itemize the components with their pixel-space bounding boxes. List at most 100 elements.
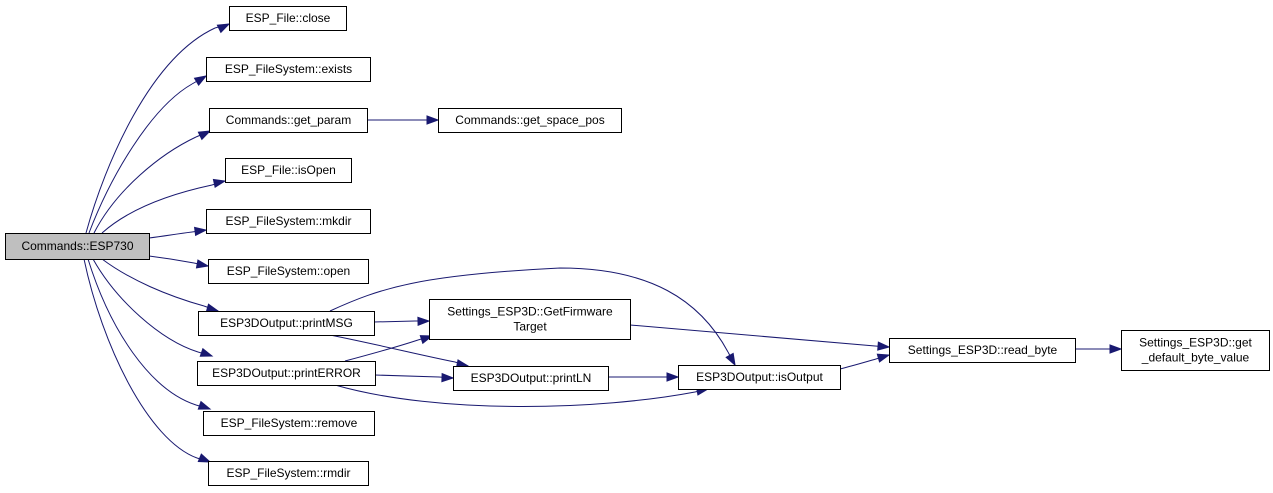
edge-line	[101, 184, 213, 234]
arrowhead	[197, 453, 212, 463]
arrowhead	[199, 347, 214, 357]
node-read-byte[interactable]: Settings_ESP3D::read_byte	[889, 338, 1076, 363]
node-label: ESP_FileSystem::open	[227, 264, 350, 278]
node-is-output[interactable]: ESP3DOutput::isOutput	[678, 365, 841, 390]
arrowhead	[441, 372, 455, 383]
edge-line	[83, 258, 198, 459]
edge-esp730-to-fs-rmdir	[83, 258, 212, 463]
arrowhead	[205, 303, 220, 313]
node-label: Settings_ESP3D::read_byte	[908, 343, 1058, 357]
edge-line	[334, 384, 696, 407]
function-nodes: Commands::ESP730 ESP_File::closeESP_FileS…	[5, 6, 1270, 486]
arrowhead	[426, 115, 440, 125]
edge-esp730-to-file-close	[85, 23, 231, 234]
edge-get-firmware-target-to-read-byte	[629, 324, 891, 351]
edge-line	[344, 339, 419, 362]
arrowhead	[417, 316, 431, 326]
node-get-param[interactable]: Commands::get_param	[209, 108, 368, 133]
node-label: ESP_File::isOpen	[241, 163, 336, 177]
edge-line	[85, 27, 216, 234]
arrowhead	[197, 130, 212, 141]
edge-line	[148, 231, 193, 239]
arrowhead	[877, 341, 891, 351]
arrowhead	[212, 178, 227, 189]
arrowhead	[195, 259, 210, 269]
node-label: Target	[513, 320, 547, 334]
edge-line	[148, 255, 195, 264]
node-label: Commands::ESP730	[21, 239, 133, 253]
node-box	[889, 338, 1076, 363]
edge-line	[93, 136, 197, 234]
node-box	[198, 311, 375, 336]
arrowhead	[216, 23, 231, 34]
node-box	[1121, 330, 1270, 371]
arrowhead	[725, 352, 736, 367]
node-file-isopen[interactable]: ESP_File::isOpen	[225, 158, 352, 183]
edge-esp730-to-fs-mkdir	[148, 226, 208, 239]
node-print-ln[interactable]: ESP3DOutput::printLN	[453, 366, 609, 391]
node-box	[429, 299, 631, 340]
node-box	[208, 461, 369, 486]
node-box	[5, 233, 150, 260]
edge-esp730-to-fs-open	[148, 255, 210, 269]
edge-print-msg-to-is-output	[329, 267, 736, 367]
node-box	[229, 6, 347, 31]
arrowhead	[193, 226, 208, 237]
edge-is-output-to-read-byte	[839, 353, 891, 370]
edge-line	[329, 267, 729, 353]
node-fs-rmdir[interactable]: ESP_FileSystem::rmdir	[208, 461, 369, 486]
edge-line	[373, 320, 416, 323]
node-fs-remove[interactable]: ESP_FileSystem::remove	[203, 411, 375, 436]
edge-print-ln-to-is-output	[608, 372, 680, 382]
edge-esp730-to-print-error	[92, 258, 214, 357]
node-box	[678, 365, 841, 390]
node-label: Settings_ESP3D::get	[1139, 336, 1252, 350]
node-get-space-pos[interactable]: Commands::get_space_pos	[438, 108, 622, 133]
edge-line	[101, 258, 205, 307]
node-get-default-byte-value[interactable]: Settings_ESP3D::get_default_byte_value	[1121, 330, 1270, 371]
node-box	[206, 57, 371, 82]
edge-print-error-to-get-firmware-target	[344, 335, 434, 362]
node-box	[208, 259, 369, 284]
node-print-error[interactable]: ESP3DOutput::printERROR	[197, 361, 376, 386]
node-box	[197, 361, 376, 386]
node-label: ESP3DOutput::printLN	[471, 371, 592, 385]
node-label: ESP_FileSystem::mkdir	[225, 214, 351, 228]
edge-get-param-to-get-space-pos	[367, 115, 440, 125]
edge-line	[87, 258, 197, 406]
edge-print-msg-to-get-firmware-target	[373, 316, 431, 326]
node-fs-exists[interactable]: ESP_FileSystem::exists	[206, 57, 371, 82]
edge-line	[329, 334, 456, 363]
node-label: _default_byte_value	[1141, 351, 1250, 365]
node-print-msg[interactable]: ESP3DOutput::printMSG	[198, 311, 375, 336]
node-label: ESP_FileSystem::exists	[225, 62, 352, 76]
node-label: ESP_FileSystem::remove	[221, 416, 358, 430]
edge-line	[88, 83, 193, 234]
node-fs-mkdir[interactable]: ESP_FileSystem::mkdir	[206, 209, 371, 234]
node-box	[206, 209, 371, 234]
node-box	[438, 108, 622, 133]
arrowhead	[666, 372, 680, 382]
edge-esp730-to-fs-remove	[87, 258, 212, 410]
edge-line	[92, 258, 199, 353]
arrowhead	[876, 353, 891, 363]
node-label: ESP_File::close	[246, 11, 331, 25]
node-fs-open[interactable]: ESP_FileSystem::open	[208, 259, 369, 284]
node-label: ESP_FileSystem::rmdir	[226, 466, 350, 480]
edge-line	[839, 358, 877, 370]
node-label: ESP3DOutput::printMSG	[220, 316, 353, 330]
node-box	[225, 158, 352, 183]
node-label: Commands::get_param	[226, 113, 351, 127]
arrowhead	[193, 75, 208, 86]
edge-print-error-to-print-ln	[374, 372, 455, 383]
edge-line	[629, 324, 876, 347]
edge-esp730-to-fs-exists	[88, 75, 208, 234]
arrowhead	[197, 400, 212, 410]
arrowhead	[1109, 344, 1123, 354]
edge-esp730-to-get-param	[93, 130, 212, 234]
node-file-close[interactable]: ESP_File::close	[229, 6, 347, 31]
node-label: ESP3DOutput::printERROR	[212, 366, 361, 380]
node-esp730[interactable]: Commands::ESP730	[5, 233, 150, 260]
